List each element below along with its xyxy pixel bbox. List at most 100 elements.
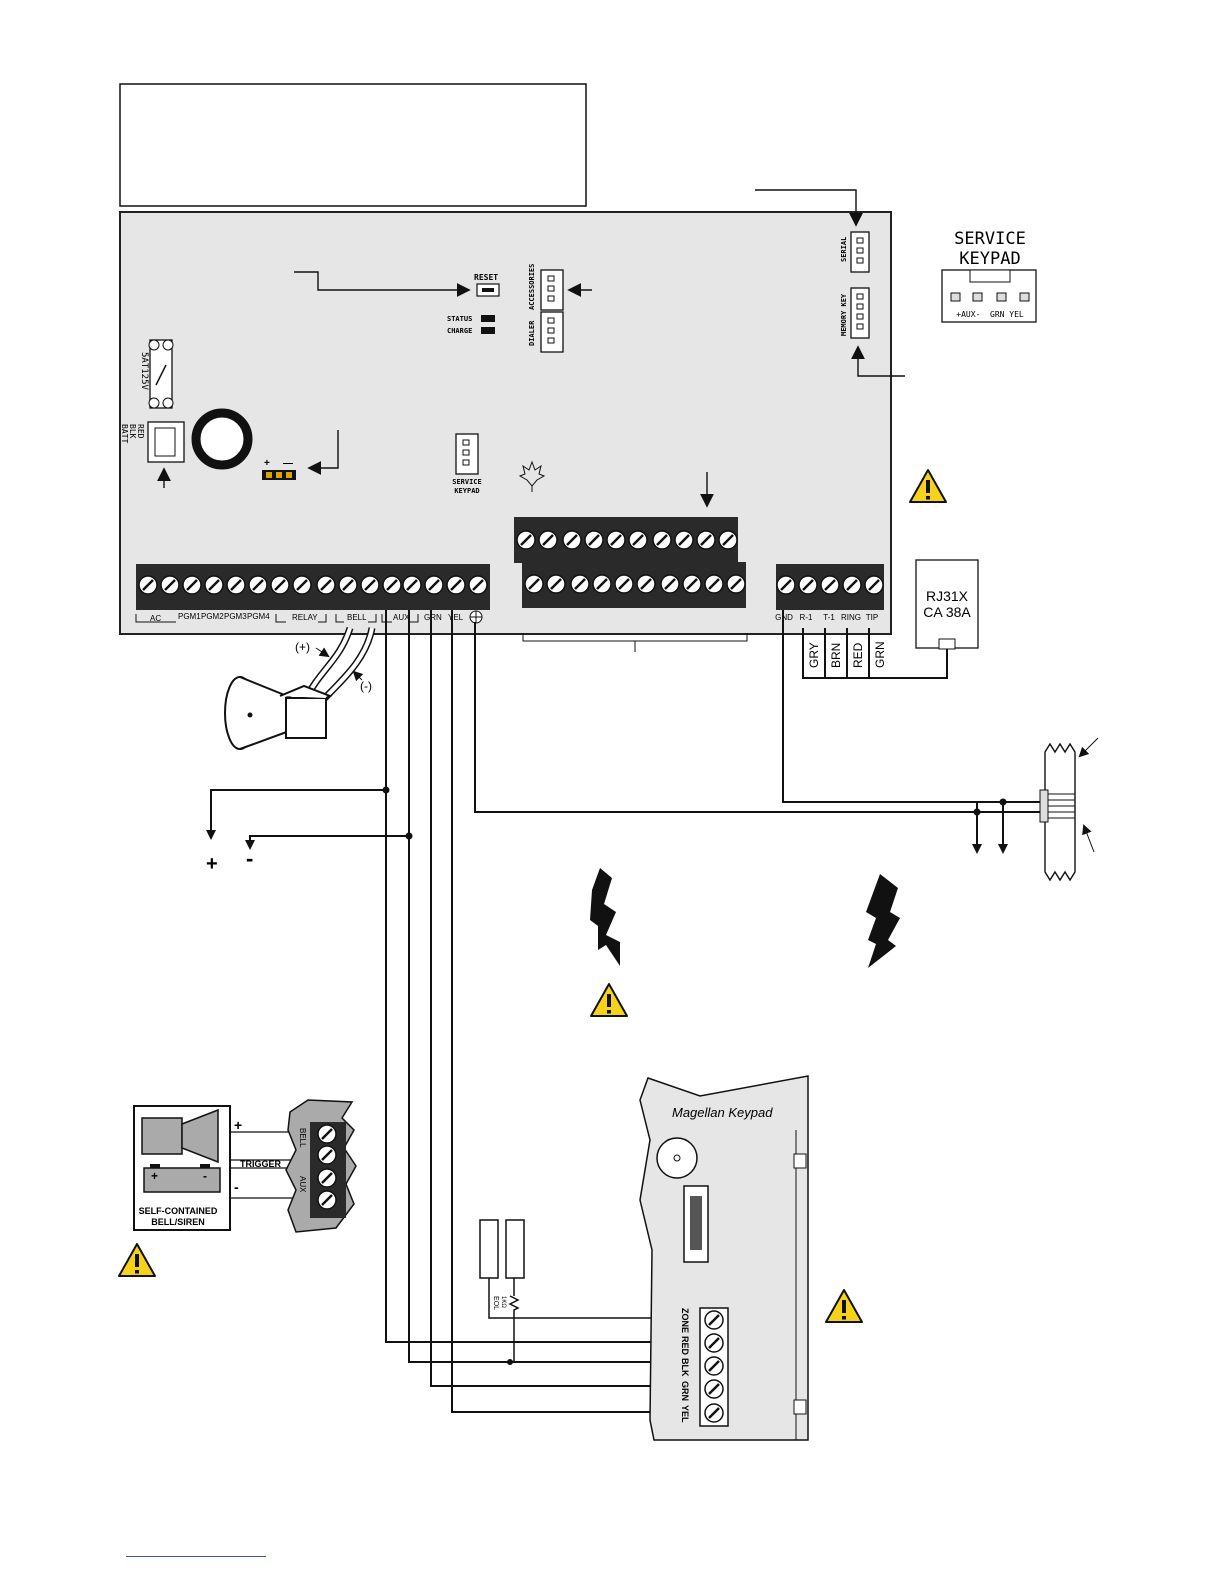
main-terminal-block [136, 564, 490, 610]
status-label: STATUS [447, 315, 472, 323]
aux-term-label: AUX [298, 1176, 307, 1193]
buzzer [191, 408, 253, 470]
batt-red: RED [136, 424, 145, 439]
service-keypad-title2: KEYPAD [959, 249, 1020, 269]
term-ring: RING [841, 613, 861, 622]
service-keypad-connector: SERVICE KEYPAD [452, 433, 482, 495]
phone-terminal-block [775, 564, 885, 610]
warning-icon-keypad [825, 1289, 863, 1323]
service-keypad-pins: +AUX- GRN YEL [956, 310, 1024, 319]
term-yel: YEL [448, 613, 464, 622]
service-label-1: SERVICE [452, 478, 482, 486]
accessories-connectors: ACCESSORIES DIALER [528, 264, 564, 353]
siren-plus: (+) [295, 640, 310, 654]
magellan-title: Magellan Keypad [672, 1105, 773, 1120]
term-t1: T-1 [823, 613, 835, 622]
power-minus: - [246, 846, 253, 871]
bell-minus: - [234, 1179, 239, 1195]
term-pgm4: PGM4 [247, 612, 270, 621]
serial-label: SERIAL [840, 237, 848, 262]
status-led [481, 315, 495, 322]
bell-aux-terminals: BELL AUX [285, 1099, 357, 1233]
wire-red: RED [851, 642, 865, 668]
term-pgm1: PGM1 [178, 612, 201, 621]
term-tip: TIP [866, 613, 878, 622]
warning-icon-lightning [590, 983, 628, 1017]
phone-terminal-labels: GND R-1 T-1 RING TIP [775, 613, 878, 622]
siren-minus: (-) [360, 679, 372, 693]
term-bell: BELL [347, 613, 367, 622]
charge-led [481, 327, 495, 334]
ground-wall [1039, 737, 1099, 882]
accessories-label: ACCESSORIES [528, 264, 536, 310]
bell-caption-1: SELF-CONTAINED [139, 1206, 218, 1216]
bell-term-label: BELL [298, 1128, 307, 1148]
wire-gry: GRY [807, 642, 821, 668]
term-aux: AUX [393, 613, 410, 622]
control-panel-board [119, 211, 892, 635]
serial-connector: SERIAL [840, 231, 870, 273]
wire-brn: BRN [829, 643, 843, 668]
zone-terminal-block-upper [514, 517, 739, 563]
magellan-term-red: RED [680, 1336, 690, 1356]
service-keypad-box: SERVICE KEYPAD +AUX- GRN YEL [941, 229, 1037, 323]
magellan-term-zone: ZONE [680, 1308, 690, 1333]
siren-speaker [224, 626, 376, 750]
lightning-bolt-left [590, 868, 620, 966]
charge-label: CHARGE [447, 327, 472, 335]
service-label-2: KEYPAD [454, 487, 479, 495]
battery-connector: RED BLK BATT [120, 421, 185, 463]
magellan-keypad: Magellan Keypad ZONE RED BLK GRN YEL [639, 1075, 809, 1441]
term-ac: AC [150, 614, 161, 623]
term-grn: GRN [424, 613, 442, 622]
memory-key-label: MEMORY KEY [840, 293, 848, 336]
warning-icon-board [909, 469, 947, 503]
maple-leaf-icon [518, 460, 546, 492]
phone-jack-line1: RJ31X [926, 588, 969, 604]
bell-caption-2: BELL/SIREN [151, 1217, 205, 1227]
reset-arrow [294, 271, 471, 297]
term-relay: RELAY [292, 613, 318, 622]
aux-wires [210, 610, 1040, 1413]
term-gnd: GND [775, 613, 793, 622]
phone-jack-line2: CA 38A [923, 604, 971, 620]
batt-blk: BLK [128, 424, 137, 439]
term-pgm2: PGM2 [201, 612, 224, 621]
magellan-term-yel: YEL [680, 1405, 690, 1423]
service-keypad-title1: SERVICE [954, 229, 1026, 249]
memory-key-connector: MEMORY KEY [840, 287, 870, 339]
lightning-bolt-right [866, 874, 900, 968]
self-contained-siren: + - SELF-CONTAINED BELL/SIREN [133, 1105, 231, 1231]
eol-value: 1KΩ [500, 1296, 506, 1308]
reset-label: RESET [474, 273, 498, 282]
label-box [119, 83, 587, 207]
door-contacts: EOL 1KΩ [479, 1219, 700, 1365]
phone-jack [915, 559, 979, 649]
fuse-label: 5AT125V [139, 352, 149, 391]
term-pgm3: PGM3 [224, 612, 247, 621]
zone-bracket [522, 633, 748, 652]
svg-text:-: - [203, 1169, 207, 1183]
power-plus: + [206, 853, 218, 875]
magellan-term-grn: GRN [680, 1381, 690, 1401]
wire-grn: GRN [873, 641, 887, 668]
bell-plus: + [234, 1117, 242, 1133]
main-terminal-labels: AC PGM1 PGM2 PGM3 PGM4 RELAY BELL AUX GR… [126, 610, 483, 623]
footer-link-underline[interactable] [126, 1556, 266, 1557]
eol-label: EOL [492, 1296, 499, 1310]
warning-icon-bell [118, 1243, 156, 1277]
term-r1: R-1 [800, 613, 813, 622]
zone-terminal-block-lower [522, 562, 747, 608]
svg-text:+: + [151, 1169, 158, 1183]
dialer-label: DIALER [528, 320, 536, 346]
aux-jumper-minus: — [283, 458, 293, 469]
aux-jumper-plus: + [264, 458, 270, 469]
wire-color-labels: GRY BRN RED GRN [807, 641, 887, 668]
bell-trigger: TRIGGER [240, 1159, 282, 1169]
serial-arrow [755, 189, 863, 227]
aux-jumper-arrow [307, 430, 339, 475]
memory-key-arrow [851, 345, 905, 377]
magellan-term-blk: BLK [680, 1358, 690, 1377]
batt-label: BATT [120, 424, 129, 443]
